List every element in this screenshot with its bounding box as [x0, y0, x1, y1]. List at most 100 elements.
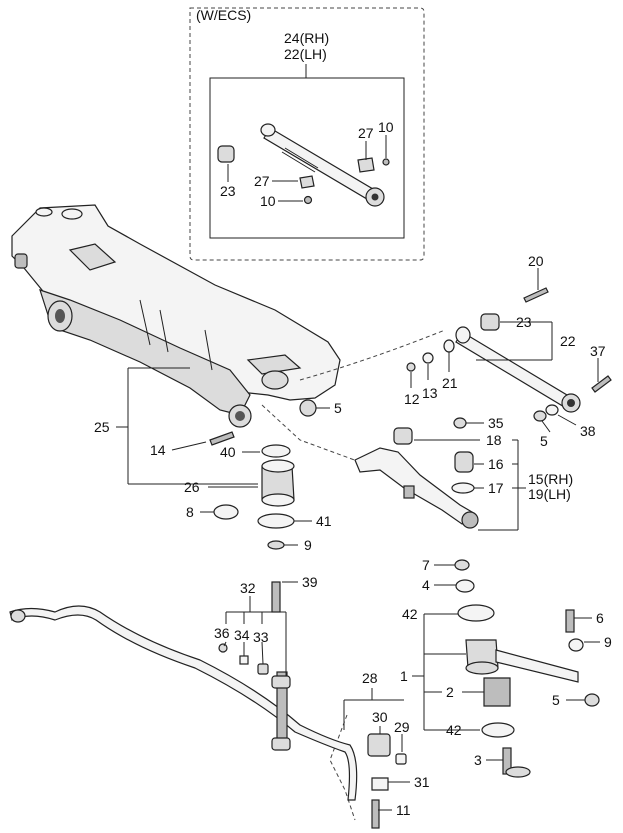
ecs-header-rh: 24(RH): [284, 30, 329, 46]
ecs-nut-10b: [303, 195, 313, 205]
label-28: 28: [362, 670, 378, 686]
center-mount-stack: [209, 399, 317, 550]
label-34: 34: [234, 627, 250, 643]
ecs-trailing-arm: [217, 123, 385, 207]
label-7: 7: [422, 557, 430, 573]
label-16: 16: [488, 456, 504, 472]
ring-17: [451, 482, 475, 494]
washer-42-upper: [457, 604, 495, 622]
label-22: 22: [560, 333, 576, 349]
dash-line-lowerarm: [261, 404, 361, 463]
washer-34: [239, 655, 249, 665]
ecs-nut-10a: [382, 158, 390, 166]
label-23: 23: [516, 314, 532, 330]
bracket-31: [371, 777, 389, 791]
washer-9-right: [568, 638, 584, 652]
ecs-inset: (W/ECS) 24(RH) 22(LH) 27 10 23 27 10: [189, 7, 425, 261]
label-39: 39: [302, 574, 318, 590]
label-11: 11: [396, 802, 411, 818]
label-5-center: 5: [334, 400, 342, 416]
callout-leader-lines: [116, 268, 600, 811]
lower-shock-stack: [454, 559, 600, 778]
bolt-37: [591, 375, 612, 393]
label-10-a: 10: [378, 119, 394, 135]
label-17: 17: [488, 480, 504, 496]
cap-8: [213, 504, 239, 520]
label-13: 13: [422, 385, 438, 401]
ecs-inner-frame: [209, 77, 405, 239]
nut-5-center: [299, 399, 317, 417]
label-21: 21: [442, 375, 458, 391]
washer-29: [395, 753, 407, 765]
bushing-23: [480, 313, 500, 331]
label-36: 36: [214, 625, 230, 641]
label-1: 1: [400, 668, 408, 684]
nut-36: [218, 643, 228, 653]
bump-stopper-16: [454, 451, 474, 473]
label-40: 40: [220, 444, 236, 460]
label-27-a: 27: [358, 125, 374, 141]
label-2: 2: [446, 684, 454, 700]
label-15-rh: 15(RH): [528, 471, 573, 487]
label-32: 32: [240, 580, 256, 596]
bolt-20: [523, 287, 549, 303]
rear-crossmember: [11, 204, 341, 428]
bolt-11: [371, 799, 380, 829]
label-30: 30: [372, 709, 388, 725]
bushing-33: [257, 663, 269, 675]
label-29: 29: [394, 719, 410, 735]
label-20: 20: [528, 253, 544, 269]
dash-line-arm: [299, 329, 446, 381]
label-19-lh: 19(LH): [528, 486, 571, 502]
bolt-39: [271, 581, 281, 613]
trailing-arm-22: [406, 287, 612, 422]
label-37: 37: [590, 343, 606, 359]
bushing-2: [483, 677, 511, 707]
label-9-center: 9: [304, 537, 312, 553]
label-5-upper-right: 5: [540, 433, 548, 449]
washer-13: [422, 352, 434, 364]
label-14: 14: [150, 442, 166, 458]
lower-arm-15-19: [354, 417, 479, 529]
label-10-b: 10: [260, 193, 276, 209]
dash-line-stabilizer: [329, 714, 356, 821]
nut-35: [453, 417, 467, 429]
label-38: 38: [580, 423, 596, 439]
label-42-lower: 42: [446, 722, 462, 738]
nut-5-right: [584, 693, 600, 707]
bolt-14: [209, 431, 235, 446]
ecs-header-lh: 22(LH): [284, 46, 327, 62]
ecs-bracket-27b: [299, 175, 315, 189]
label-33: 33: [253, 629, 269, 645]
nut-12: [406, 362, 416, 372]
ecs-title: (W/ECS): [196, 7, 251, 23]
label-5-lower-right: 5: [552, 692, 560, 708]
bushing-30: [367, 733, 391, 757]
bolt-6: [565, 609, 575, 633]
label-9-right: 9: [604, 634, 612, 650]
washer-38: [545, 404, 559, 416]
label-26: 26: [184, 479, 200, 495]
nut-7: [454, 559, 470, 571]
washer-41: [257, 513, 295, 529]
callout-labels: 20 23 22 37 12 13 21 5 5 38 25 14 40 35 …: [94, 253, 612, 818]
washer-42-lower: [481, 722, 515, 738]
label-18: 18: [486, 432, 502, 448]
label-35: 35: [488, 415, 504, 431]
bracket-lower-arm: [403, 485, 415, 499]
stabilizer-bar: [9, 581, 407, 829]
ecs-bracket-27a: [357, 157, 375, 173]
bushing-21: [443, 339, 455, 353]
label-27-b: 27: [254, 173, 270, 189]
washer-40: [261, 444, 291, 458]
label-4: 4: [422, 577, 430, 593]
nut-9-center: [267, 540, 285, 550]
label-8: 8: [186, 504, 194, 520]
label-6: 6: [596, 610, 604, 626]
label-25: 25: [94, 419, 110, 435]
label-12: 12: [404, 391, 420, 407]
label-23-inset: 23: [220, 183, 236, 199]
label-3: 3: [474, 752, 482, 768]
label-42-upper: 42: [402, 606, 418, 622]
